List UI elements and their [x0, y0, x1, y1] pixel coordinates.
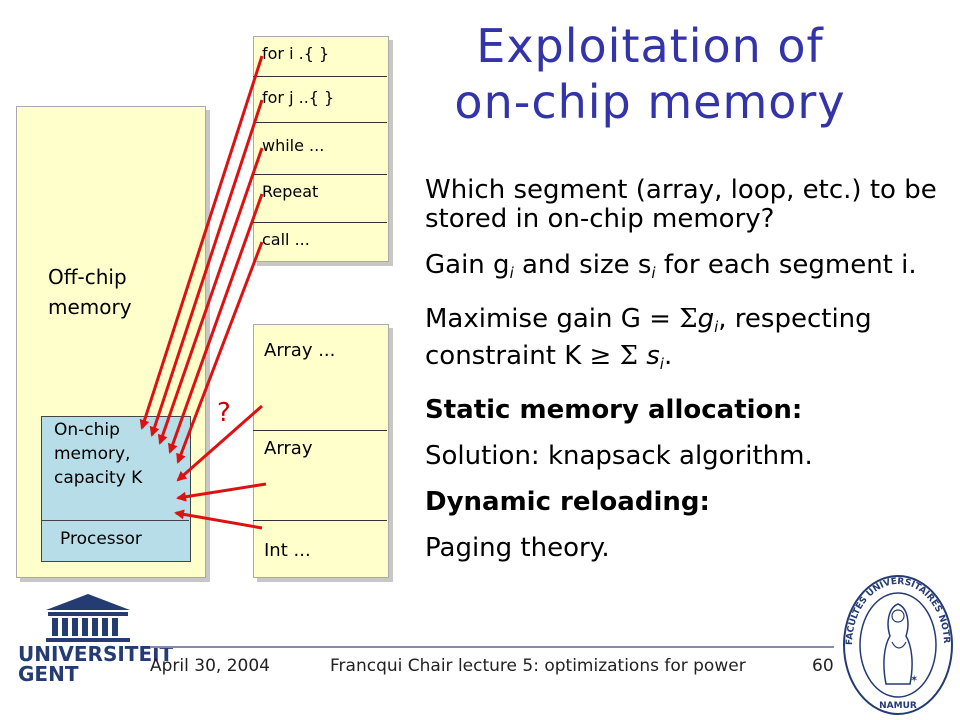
- text-fragment: for each segment i.: [655, 250, 917, 280]
- code-segment-repeat: Repeat: [262, 182, 319, 201]
- onchip-memory-label: On-chip memory, capacity K: [54, 418, 142, 490]
- wordmark-line: GENT: [18, 662, 79, 686]
- arrow-call: [176, 241, 264, 464]
- text-fragment: g: [697, 304, 715, 334]
- slide-title: Exploitation of on-chip memory: [405, 18, 895, 130]
- arrow-while: [157, 147, 264, 445]
- svg-text:✶: ✶: [910, 674, 918, 685]
- offchip-memory-label: Off-chip memory: [48, 262, 132, 322]
- label-line: memory,: [54, 444, 131, 464]
- question-mark: ?: [217, 398, 231, 428]
- text-fragment: Maximise gain G =: [425, 304, 680, 334]
- text-fragment: and size s: [513, 250, 652, 280]
- ugent-wordmark: UNIVERSITEIT GENT: [18, 644, 173, 684]
- bullet-gain-size: Gain gi and size si for each segment i.: [425, 251, 945, 288]
- footer-rule: [150, 646, 834, 648]
- namur-seal-logo: FACULTÉS UNIVERSITAIRES NOTRE-DAME DE LA…: [840, 572, 953, 715]
- data-segment-int: Int ...: [264, 540, 311, 561]
- svg-text:FACULTÉS UNIVERSITAIRES NOTRE-: FACULTÉS UNIVERSITAIRES NOTRE-DAME DE LA…: [840, 572, 951, 645]
- footer-date: April 30, 2004: [150, 656, 270, 676]
- title-line-1: Exploitation of: [476, 19, 824, 73]
- data-segment-array-2: Array: [264, 438, 313, 459]
- bullet-paging: Paging theory.: [425, 533, 610, 563]
- footer-lecture-title: Francqui Chair lecture 5: optimizations …: [330, 656, 746, 676]
- bullet-list: Which segment (array, loop, etc.) to be …: [425, 176, 945, 580]
- code-segment-while: while ...: [262, 136, 325, 155]
- arrow-array: [176, 404, 263, 482]
- segment-divider: [253, 222, 387, 223]
- segment-divider: [253, 122, 387, 123]
- code-segment-for-j: for j ..{ }: [262, 88, 335, 107]
- text-fragment: s: [637, 341, 660, 371]
- arrow-array-2: [176, 482, 267, 502]
- onchip-divider: [41, 520, 189, 521]
- code-segment-for-i: for i .{ }: [262, 44, 330, 63]
- footer-page-number: 60: [812, 656, 834, 676]
- data-segment-array-1: Array ...: [264, 340, 336, 361]
- bullet-knapsack: Solution: knapsack algorithm.: [425, 441, 813, 471]
- bullet-static-allocation: Static memory allocation:: [425, 395, 803, 425]
- segment-divider: [253, 520, 387, 521]
- code-segment-call: call ...: [262, 230, 310, 249]
- segment-divider: [253, 174, 387, 175]
- arrow-for-i: [139, 55, 264, 430]
- label-line: memory: [48, 295, 132, 319]
- subscript: i: [659, 355, 664, 373]
- bullet-dynamic-reloading: Dynamic reloading:: [425, 487, 710, 517]
- text-fragment: Gain g: [425, 250, 510, 280]
- segment-divider: [253, 430, 387, 431]
- text-fragment: .: [663, 341, 673, 371]
- geq-sigma-symbol: ≥ Σ: [589, 341, 638, 371]
- arrow-repeat: [167, 193, 264, 454]
- data-segments-block: [253, 324, 389, 578]
- svg-text:NAMUR: NAMUR: [879, 701, 917, 711]
- label-line: capacity K: [54, 468, 143, 488]
- segment-divider: [253, 76, 387, 77]
- text-fragment: , respecting constraint K: [425, 304, 872, 371]
- bullet-segment-question: Which segment (array, loop, etc.) to be …: [425, 175, 937, 234]
- title-line-2: on-chip memory: [454, 75, 846, 129]
- subscript: i: [651, 264, 656, 282]
- bullet-maximise-gain: Maximise gain G = Σgi, respecting constr…: [425, 305, 945, 379]
- processor-label: Processor: [60, 529, 142, 549]
- wordmark-line: UNIVERSITEIT: [18, 642, 174, 666]
- label-line: Off-chip: [48, 265, 127, 289]
- code-segments-block: [253, 36, 389, 262]
- arrow-int: [174, 509, 263, 530]
- sigma-symbol: Σ: [679, 304, 698, 334]
- ugent-building-logo: [46, 594, 130, 642]
- subscript: i: [714, 318, 719, 336]
- label-line: On-chip: [54, 420, 120, 440]
- subscript: i: [509, 264, 514, 282]
- arrow-for-j: [149, 99, 264, 437]
